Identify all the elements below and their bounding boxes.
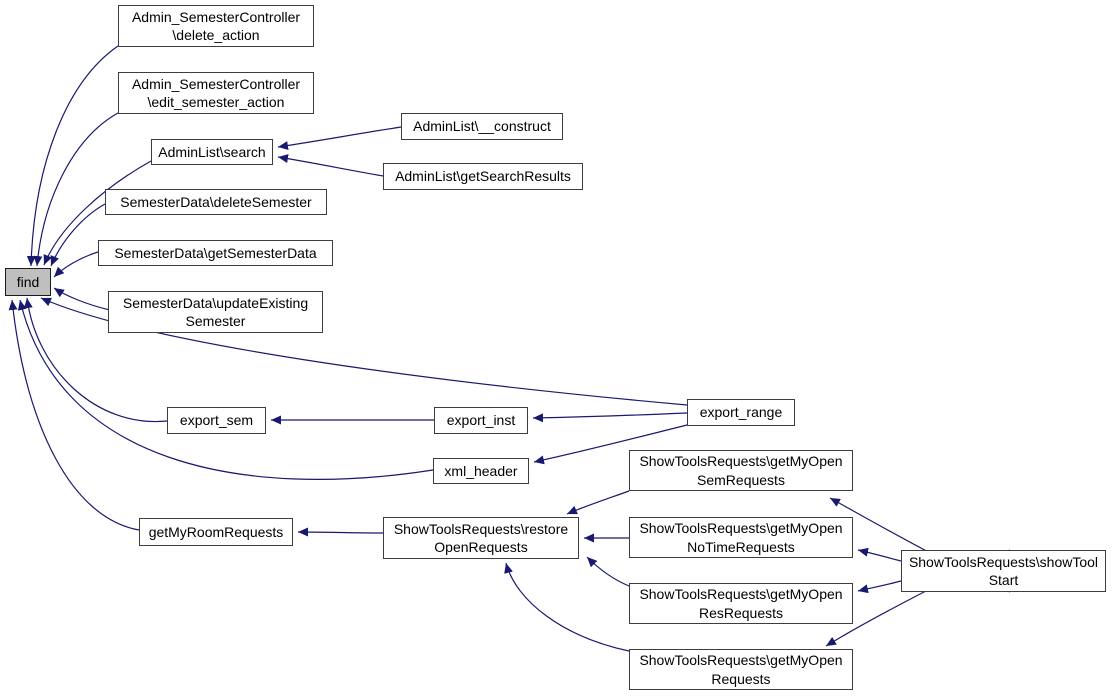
edge-sd_delete_semester-find: [50, 203, 106, 267]
edge-export_sem-find: [23, 297, 168, 423]
edge-export_range-find: [40, 297, 688, 406]
node-export-sem[interactable]: export_sem: [167, 407, 266, 434]
edge-xml_header-find: [17, 299, 434, 480]
edge-str_get_my_open_sem_requests-str_restore_open_requests: [566, 490, 630, 515]
node-showtools-get-my-open-sem-requests[interactable]: ShowToolsRequests\getMyOpen SemRequests: [629, 450, 853, 491]
edge-admin_delete_action-find: [26, 45, 119, 267]
node-semesterdata-delete-semester[interactable]: SemesterData\deleteSemester: [105, 189, 327, 215]
node-semesterdata-update-existing-semester[interactable]: SemesterData\updateExisting Semester: [108, 291, 323, 333]
edge-str_get_my_open_res_requests-str_restore_open_requests: [586, 556, 630, 587]
node-admin-delete-action[interactable]: Admin_SemesterController \delete_action: [118, 5, 314, 47]
node-showtools-restore-open-requests[interactable]: ShowToolsRequests\restore OpenRequests: [383, 517, 579, 559]
edge-get_my_room_requests-find: [8, 299, 140, 531]
edge-sd_update_existing_semester-find: [53, 287, 111, 311]
node-adminlist-search[interactable]: AdminList\search: [151, 139, 273, 165]
node-semesterdata-get-semester-data[interactable]: SemesterData\getSemesterData: [98, 240, 333, 266]
node-xml-header[interactable]: xml_header: [433, 458, 529, 484]
node-export-inst[interactable]: export_inst: [434, 407, 528, 434]
edge-admin_edit_semester_action-find: [33, 112, 119, 267]
node-admin-edit-semester-action[interactable]: Admin_SemesterController \edit_semester_…: [118, 72, 314, 114]
edge-str_show_tool_start-str_get_my_open_res_requests: [857, 580, 902, 594]
edge-str_get_my_open_requests-str_restore_open_requests: [504, 562, 630, 652]
node-adminlist-get-search-results[interactable]: AdminList\getSearchResults: [383, 163, 583, 190]
node-showtools-get-my-open-no-time-requests[interactable]: ShowToolsRequests\getMyOpen NoTimeReques…: [629, 517, 853, 558]
node-adminlist-construct[interactable]: AdminList\__construct: [401, 113, 563, 140]
edge-export_range-export_inst: [532, 412, 688, 423]
node-showtools-get-my-open-res-requests[interactable]: ShowToolsRequests\getMyOpen ResRequests: [629, 583, 853, 624]
node-get-my-room-requests[interactable]: getMyRoomRequests: [139, 518, 293, 546]
node-find: find: [5, 268, 51, 296]
node-showtools-show-tool-start[interactable]: ShowToolsRequests\showTool Start: [901, 550, 1106, 592]
edge-str_restore_open_requests-get_my_room_requests: [297, 527, 384, 537]
edge-str_show_tool_start-str_get_my_open_no_time_requests: [857, 547, 902, 562]
edge-export_range-xml_header: [533, 424, 688, 465]
edge-adminlist_get_search_results-adminlist_search: [277, 154, 384, 177]
edge-sd_get_semester_data-find: [53, 251, 99, 278]
node-showtools-get-my-open-requests[interactable]: ShowToolsRequests\getMyOpen Requests: [629, 649, 853, 690]
edge-adminlist_construct-adminlist_search: [277, 126, 402, 150]
node-export-range[interactable]: export_range: [687, 399, 795, 426]
edge-adminlist_search-find: [43, 160, 152, 266]
